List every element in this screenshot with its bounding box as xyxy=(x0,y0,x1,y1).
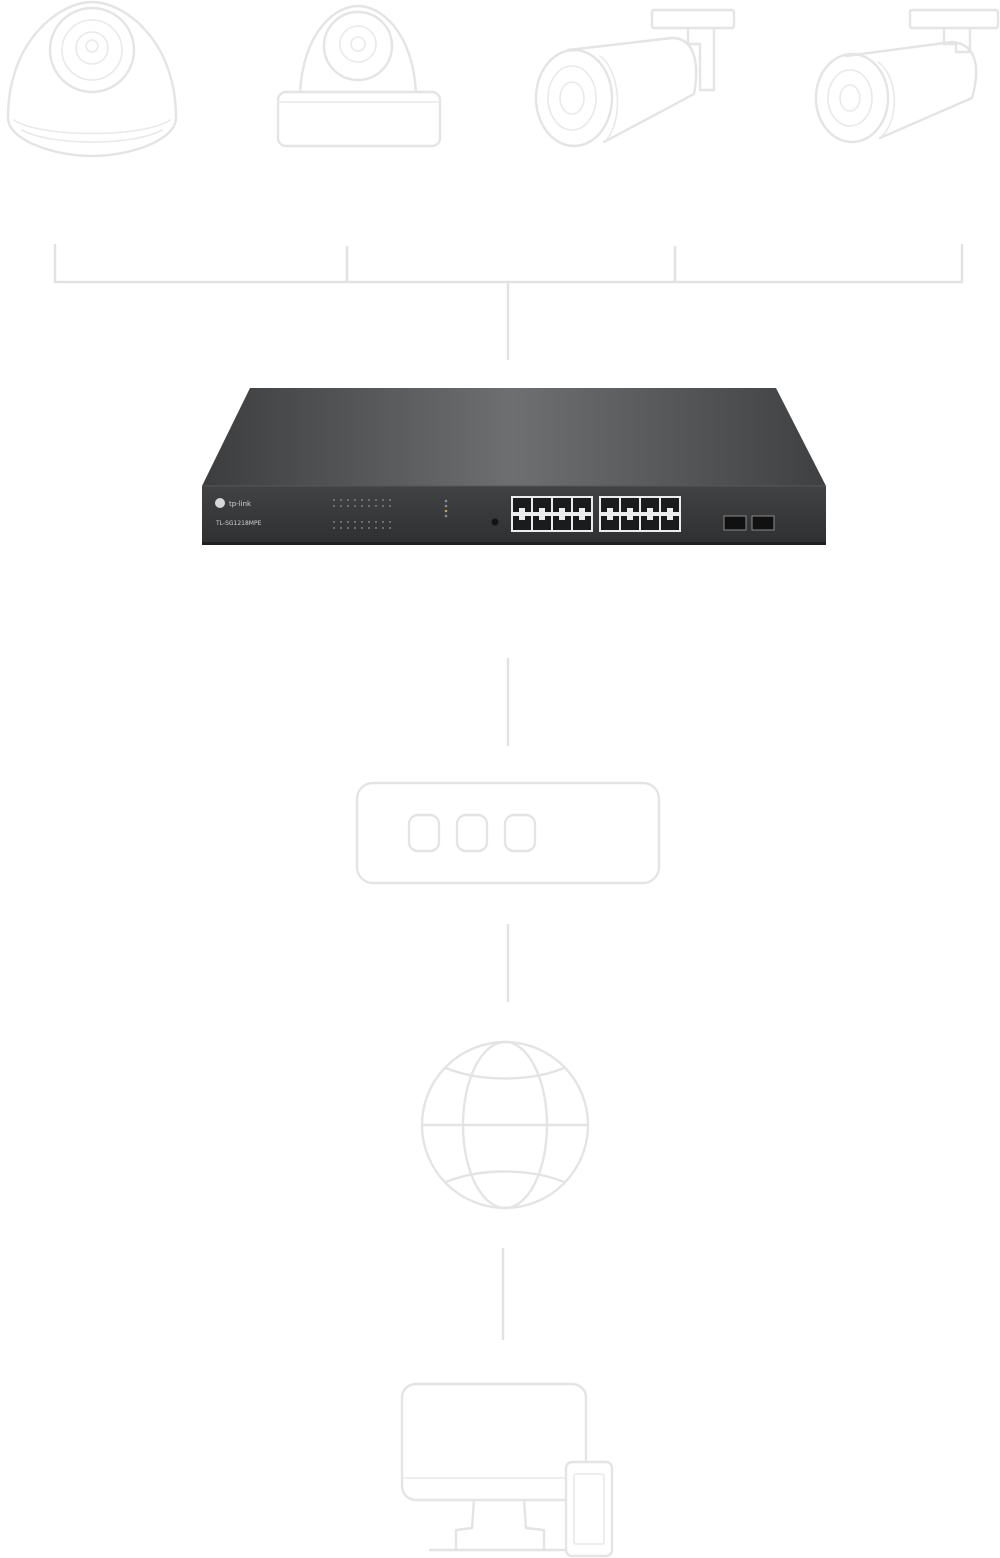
status-led xyxy=(382,521,384,523)
status-led xyxy=(333,505,335,507)
status-led xyxy=(354,521,356,523)
rj45-port-latch xyxy=(519,516,525,520)
globe-icon xyxy=(420,1040,590,1210)
rj45-port xyxy=(641,498,659,512)
status-led xyxy=(333,527,335,529)
bullet-camera-icon xyxy=(534,8,736,148)
status-led xyxy=(340,505,342,507)
switch-brand: tp-link xyxy=(229,500,252,508)
rj45-port-latch xyxy=(627,508,633,512)
rj45-port xyxy=(533,498,551,512)
status-led xyxy=(347,527,349,529)
mode-led xyxy=(444,504,448,508)
rj45-port-latch xyxy=(539,516,545,520)
rj45-port xyxy=(621,516,639,530)
status-led xyxy=(347,505,349,507)
rj45-port xyxy=(621,498,639,512)
status-led xyxy=(354,527,356,529)
status-led xyxy=(389,499,391,501)
status-led xyxy=(389,521,391,523)
status-led xyxy=(354,505,356,507)
rj45-port-latch xyxy=(607,516,613,520)
mode-led xyxy=(444,509,448,513)
rj45-port xyxy=(573,516,591,530)
status-led xyxy=(340,521,342,523)
bullet-camera-icon xyxy=(814,8,1000,144)
status-led xyxy=(361,527,363,529)
status-led xyxy=(375,505,377,507)
rj45-port xyxy=(513,498,531,512)
status-led xyxy=(354,499,356,501)
status-led xyxy=(347,521,349,523)
status-led xyxy=(368,505,370,507)
rj45-port xyxy=(553,516,571,530)
mode-led xyxy=(444,514,448,518)
switch-model: TL-SG1218MPE xyxy=(215,520,262,527)
computer-monitor-icon xyxy=(400,1382,588,1552)
dome-camera-1-icon xyxy=(6,0,178,158)
rj45-port xyxy=(533,516,551,530)
status-led xyxy=(382,527,384,529)
status-led xyxy=(361,505,363,507)
rj45-port-latch xyxy=(539,508,545,512)
status-led xyxy=(375,521,377,523)
rj45-port-latch xyxy=(667,508,673,512)
status-led xyxy=(361,499,363,501)
rj45-port xyxy=(553,498,571,512)
status-led xyxy=(340,499,342,501)
status-led xyxy=(389,527,391,529)
status-led xyxy=(368,527,370,529)
nvr-icon xyxy=(355,781,661,885)
status-led xyxy=(368,521,370,523)
rj45-port-latch xyxy=(579,508,585,512)
poe-switch-device: tp-link TL-SG1218MPE xyxy=(202,388,826,545)
status-led xyxy=(389,505,391,507)
rj45-port-latch xyxy=(579,516,585,520)
rj45-port xyxy=(573,498,591,512)
ceiling-dome-camera-icon xyxy=(276,4,442,148)
rj45-port-latch xyxy=(559,516,565,520)
status-led xyxy=(333,499,335,501)
rj45-port-latch xyxy=(667,516,673,520)
rj45-port xyxy=(601,498,619,512)
reset-button xyxy=(491,518,499,526)
rj45-port xyxy=(513,516,531,530)
rj45-port xyxy=(601,516,619,530)
rj45-port-block xyxy=(511,496,681,532)
mode-led xyxy=(444,499,448,503)
rj45-port-latch xyxy=(647,508,653,512)
tplink-logo-icon xyxy=(215,498,225,508)
status-led xyxy=(333,521,335,523)
rj45-port-latch xyxy=(647,516,653,520)
status-led xyxy=(368,499,370,501)
rj45-port-latch xyxy=(627,516,633,520)
rj45-port-latch xyxy=(519,508,525,512)
status-led xyxy=(375,527,377,529)
status-led xyxy=(375,499,377,501)
rj45-port xyxy=(641,516,659,530)
status-led xyxy=(340,527,342,529)
smartphone-icon xyxy=(564,1460,614,1558)
status-led-panel xyxy=(333,499,448,529)
status-led xyxy=(361,521,363,523)
sfp-port xyxy=(751,515,775,531)
camera-bracket-connector xyxy=(53,244,964,360)
sfp-port xyxy=(723,515,747,531)
status-led xyxy=(347,499,349,501)
rj45-port xyxy=(661,516,679,530)
rj45-port xyxy=(661,498,679,512)
status-led xyxy=(382,505,384,507)
rj45-port-latch xyxy=(607,508,613,512)
rj45-port-latch xyxy=(559,508,565,512)
status-led xyxy=(382,499,384,501)
